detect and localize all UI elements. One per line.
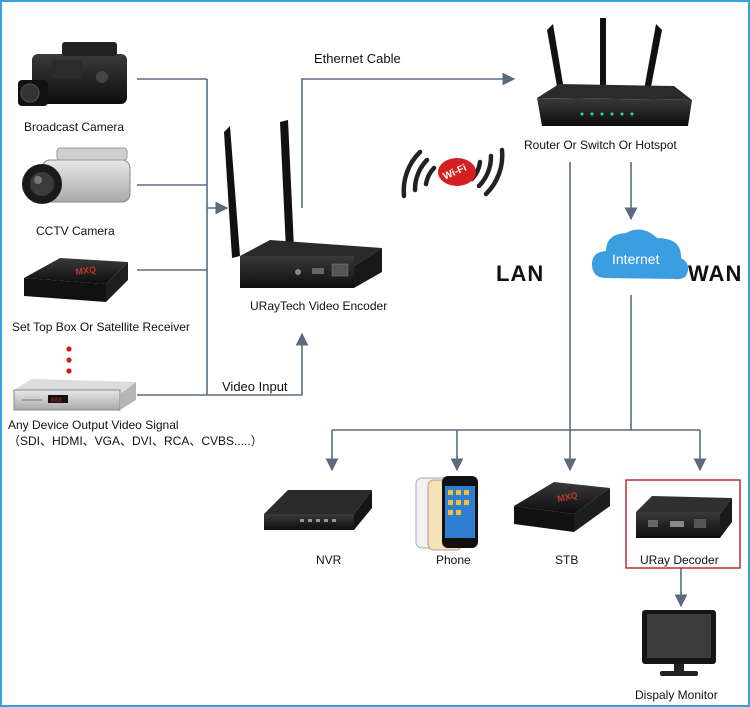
dvd-player-icon: 888 bbox=[13, 379, 136, 411]
internet-label: Internet bbox=[612, 251, 660, 267]
cctv-camera-icon bbox=[22, 147, 131, 204]
wifi-badge bbox=[438, 158, 476, 186]
broadcast-camera-icon bbox=[18, 42, 127, 106]
decoder-frame bbox=[625, 479, 741, 569]
broadcast-camera-label: Broadcast Camera bbox=[24, 120, 125, 134]
router-icon bbox=[537, 18, 692, 126]
set-top-box-label: Set Top Box Or Satellite Receiver bbox=[12, 320, 190, 334]
wan-label: WAN bbox=[688, 261, 743, 286]
svg-text:MXQ: MXQ bbox=[75, 264, 97, 277]
any-device-label: Any Device Output Video Signal bbox=[8, 418, 179, 432]
decoder-icon bbox=[636, 496, 732, 538]
stb-label: STB bbox=[555, 553, 579, 567]
svg-text:888: 888 bbox=[51, 397, 62, 404]
connector-lines bbox=[137, 72, 707, 608]
any-device-formats-label: （SDI、HDMI、VGA、DVI、RCA、CVBS.....） bbox=[8, 434, 263, 448]
encoder-label: URayTech Video Encoder bbox=[250, 299, 388, 313]
monitor-icon bbox=[642, 610, 716, 676]
cctv-camera-label: CCTV Camera bbox=[36, 224, 115, 238]
router-label: Router Or Switch Or Hotspot bbox=[524, 138, 677, 152]
video-encoder-icon bbox=[224, 120, 382, 288]
decoder-label: URay Decoder bbox=[640, 553, 719, 567]
monitor-label: Dispaly Monitor bbox=[635, 688, 718, 702]
svg-text:MXQ: MXQ bbox=[556, 490, 578, 504]
lan-label: LAN bbox=[496, 261, 545, 286]
set-top-box-icon: MXQ bbox=[24, 258, 128, 302]
wifi-icon bbox=[401, 147, 505, 199]
more-devices-dots bbox=[66, 346, 72, 374]
nvr-icon bbox=[264, 490, 372, 530]
phone-label: Phone bbox=[436, 553, 471, 567]
ethernet-cable-label: Ethernet Cable bbox=[314, 51, 401, 66]
phone-icon bbox=[415, 476, 478, 551]
stb-icon: MXQ bbox=[514, 482, 610, 532]
nvr-label: NVR bbox=[316, 553, 342, 567]
video-input-label: Video Input bbox=[222, 379, 288, 394]
internet-cloud-icon bbox=[592, 229, 689, 280]
